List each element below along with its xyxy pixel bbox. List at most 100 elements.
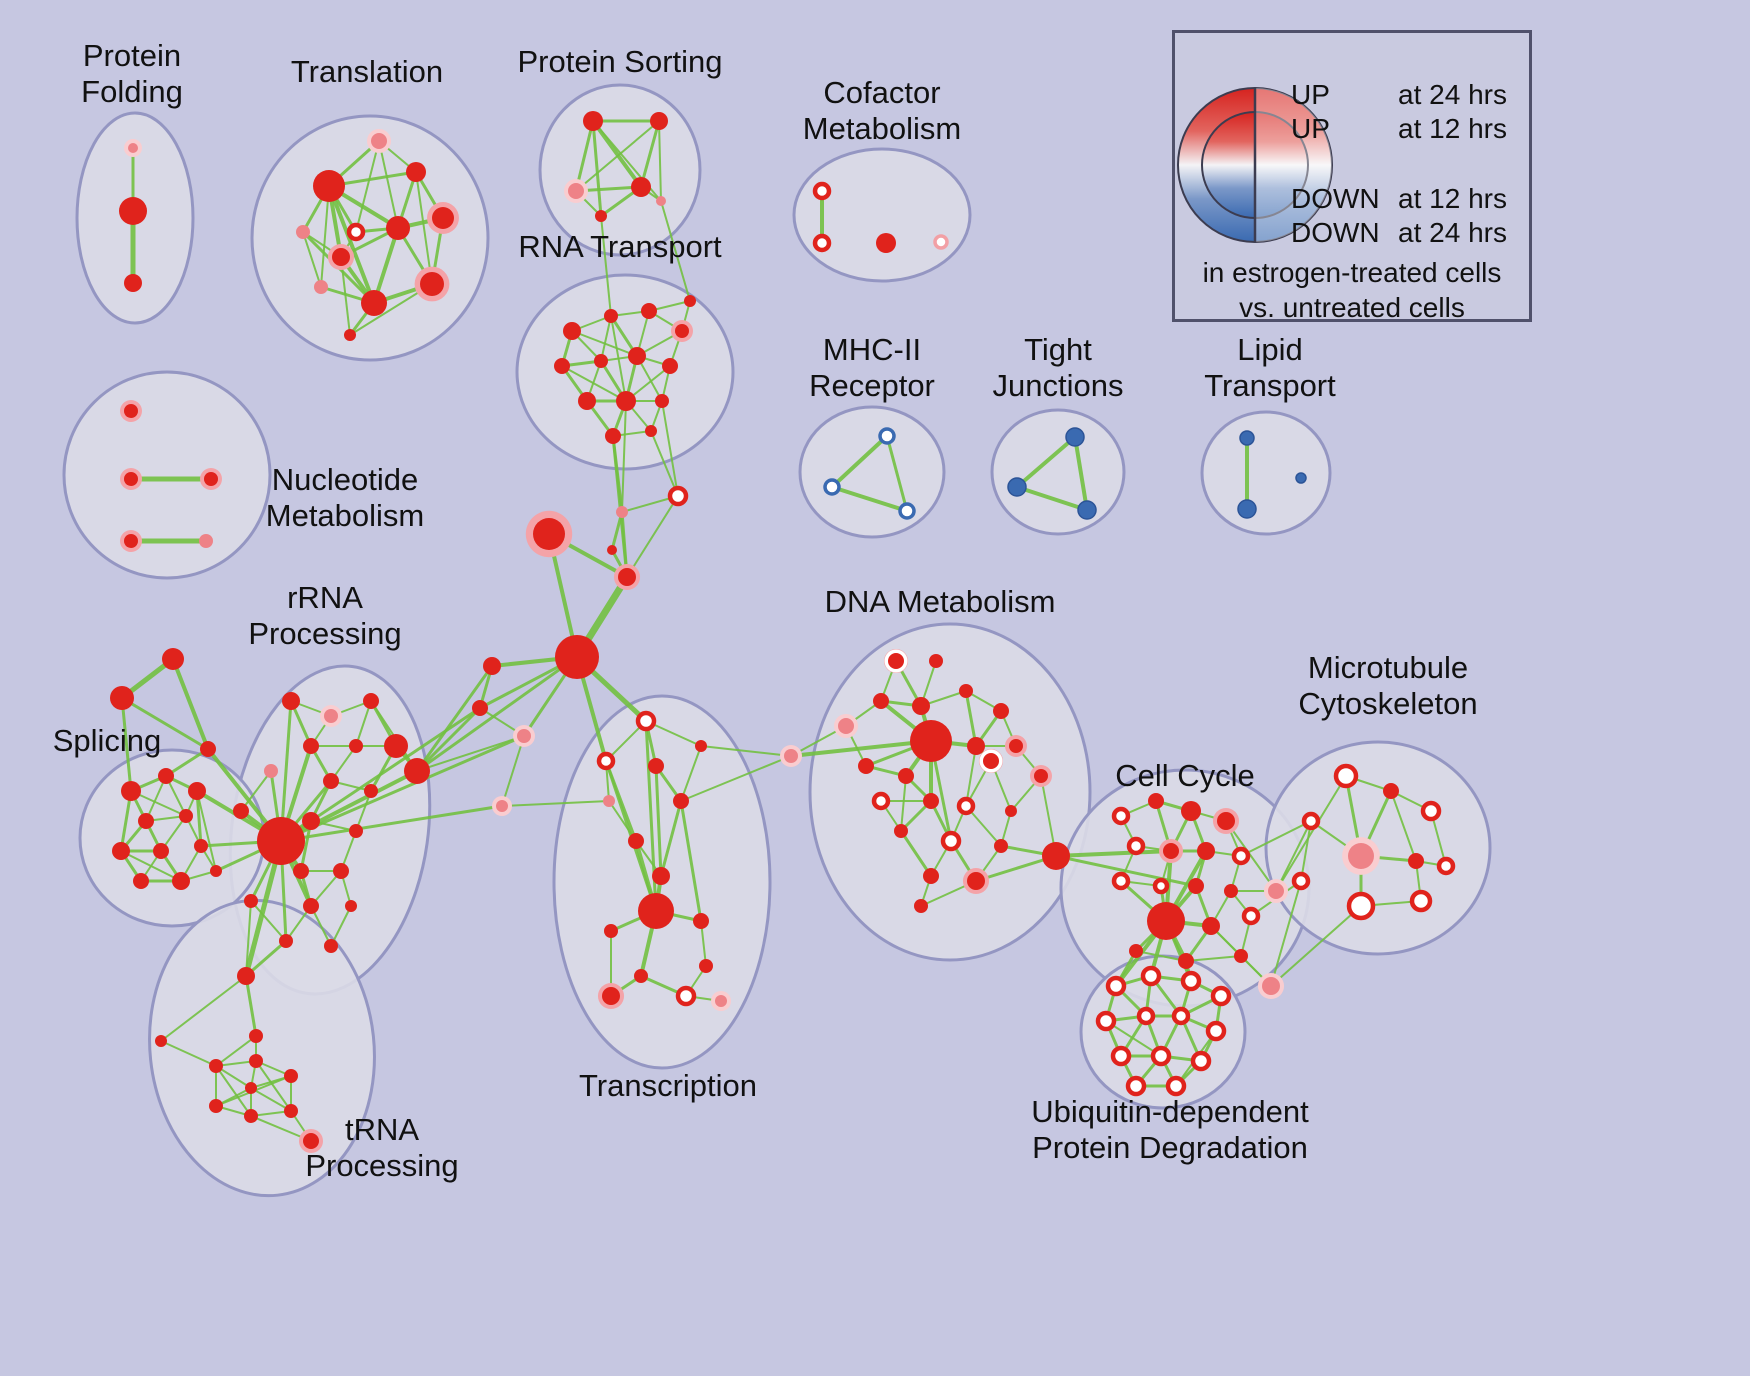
network-node-121 (1009, 739, 1023, 753)
network-node-153 (1178, 953, 1194, 969)
network-edge (327, 184, 376, 305)
network-node-63 (210, 865, 222, 877)
network-edge (415, 171, 433, 285)
network-node-101 (628, 833, 644, 849)
network-node-66 (324, 709, 338, 723)
network-node-161 (1348, 843, 1374, 869)
network-edge (591, 119, 643, 189)
network-node-135 (914, 899, 928, 913)
network-edge (1275, 775, 1347, 892)
network-node-6 (296, 225, 310, 239)
network-node-49 (404, 758, 430, 784)
network-edge (830, 434, 889, 489)
legend-row-up-24: UP at 24 hrs (1291, 79, 1507, 111)
network-edge (1135, 950, 1187, 962)
network-node-192 (124, 534, 138, 548)
network-node-138 (1148, 793, 1164, 809)
network-node-25 (563, 322, 581, 340)
network-node-82 (279, 934, 293, 948)
network-node-146 (1152, 877, 1170, 895)
network-node-89 (284, 1069, 298, 1083)
legend-rings-icon (1177, 87, 1333, 243)
network-node-163 (1346, 891, 1376, 921)
network-node-177 (1190, 1050, 1212, 1072)
network-edge (120, 696, 210, 751)
network-node-115 (873, 693, 889, 709)
cluster-ellipse-cofactor-metabolism (792, 147, 972, 283)
network-node-180 (878, 427, 896, 445)
network-node-122 (858, 758, 874, 774)
network-node-39 (667, 485, 689, 507)
cluster-ellipse-nucleotide-metabolism (62, 370, 272, 580)
network-node-98 (695, 740, 707, 752)
legend-down12-time: at 12 hrs (1398, 183, 1507, 214)
network-edge (1225, 820, 1277, 892)
network-node-162 (1408, 853, 1424, 869)
network-edge (830, 485, 909, 513)
network-node-120 (967, 737, 985, 755)
network-edge (789, 739, 933, 758)
network-node-191 (204, 472, 218, 486)
network-node-46 (472, 700, 488, 716)
network-edge (1390, 790, 1417, 862)
network-edge (1015, 435, 1077, 489)
cluster-label-protein-sorting: Protein Sorting (517, 44, 722, 79)
network-node-4 (371, 133, 387, 149)
network-edge (240, 770, 272, 812)
network-node-139 (1181, 801, 1201, 821)
network-node-143 (1197, 842, 1215, 860)
network-edge (501, 800, 610, 807)
cluster-label-dna-metabolism: DNA Metabolism (825, 584, 1056, 619)
network-node-92 (284, 1104, 298, 1118)
network-node-103 (604, 924, 618, 938)
network-edge (1054, 849, 1173, 858)
network-node-65 (282, 692, 300, 710)
network-node-36 (605, 428, 621, 444)
network-node-184 (1007, 477, 1027, 497)
network-edge (650, 430, 679, 497)
network-node-150 (1202, 917, 1220, 935)
network-node-21 (812, 181, 832, 201)
network-node-129 (1005, 805, 1017, 817)
network-node-3 (313, 170, 345, 202)
network-edge (1073, 435, 1089, 512)
network-node-144 (1231, 846, 1251, 866)
network-node-70 (384, 734, 408, 758)
network-node-15 (583, 111, 603, 131)
network-node-9 (386, 216, 410, 240)
network-node-95 (635, 710, 657, 732)
network-edge (575, 120, 660, 192)
network-node-112 (888, 653, 904, 669)
network-edge (320, 185, 330, 288)
network-edge (215, 1035, 257, 1067)
network-node-100 (673, 793, 689, 809)
network-node-57 (179, 809, 193, 823)
network-edge (120, 696, 133, 793)
network-node-37 (645, 425, 657, 437)
network-node-117 (959, 684, 973, 698)
cluster-label-translation: Translation (291, 54, 443, 89)
network-edge (215, 1065, 252, 1117)
network-node-188 (1295, 472, 1307, 484)
network-node-132 (994, 839, 1008, 853)
network-node-34 (616, 391, 636, 411)
network-node-99 (603, 795, 615, 807)
network-edge (661, 400, 679, 497)
network-node-62 (172, 872, 190, 890)
network-node-164 (1409, 889, 1433, 913)
network-node-130 (894, 824, 908, 838)
network-node-181 (823, 478, 841, 496)
network-node-147 (1188, 878, 1204, 894)
network-node-140 (1217, 812, 1235, 830)
network-node-8 (332, 248, 350, 266)
network-node-148 (1224, 884, 1238, 898)
network-node-43 (618, 568, 636, 586)
network-node-77 (293, 863, 309, 879)
network-node-40 (616, 506, 628, 518)
network-node-116 (912, 697, 930, 715)
network-edge (245, 900, 252, 977)
